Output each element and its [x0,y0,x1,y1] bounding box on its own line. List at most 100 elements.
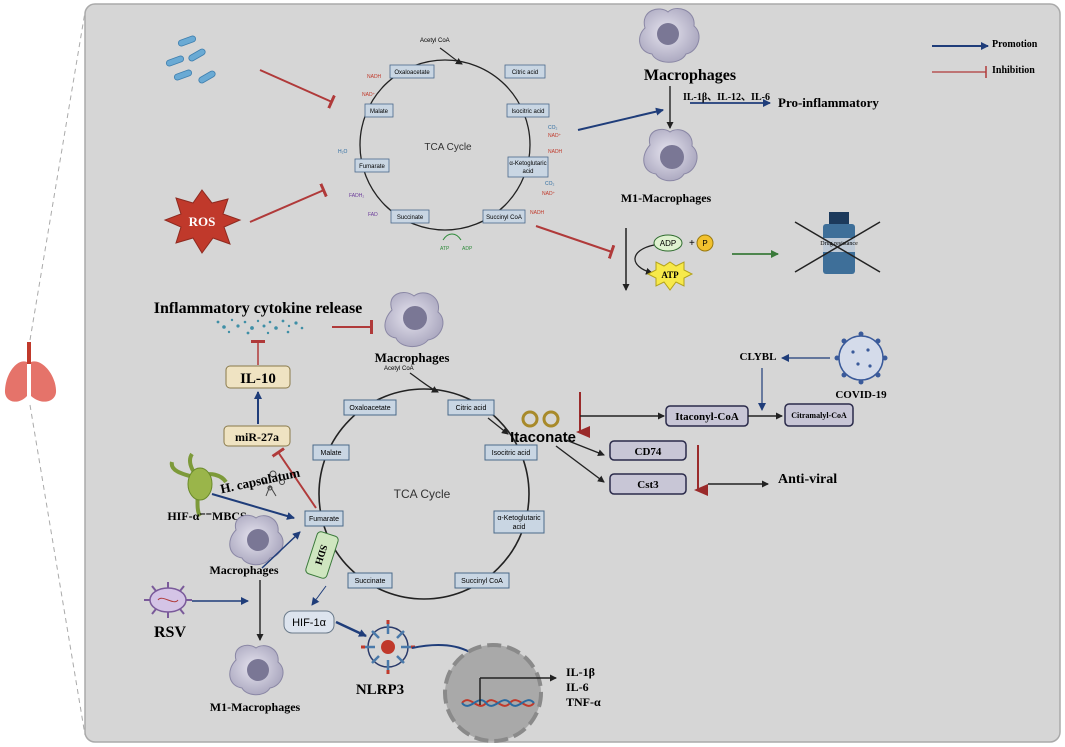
top-small-adp: ADP [462,246,473,252]
top-node-succinate [390,209,430,224]
ros-star-icon: ROS [163,189,242,254]
antiviral-label: Anti-viral [778,472,837,487]
top-node-succinyl [482,209,526,224]
bottom-node-malate [312,444,350,461]
top-tca-cycle: Acetyl CoA TCA Cycle Oxaloacetate Citric… [338,38,563,252]
phosphate-icon [696,234,714,252]
bottom-node-citric [447,399,495,416]
top-node-ketoglutaric-label2: acid [522,169,533,175]
top-node-citric-label: Citric acid [512,70,538,76]
bottom-node-ketoglutaric [493,510,545,534]
plus-label: + [689,238,695,249]
cd74-label: CD74 [635,446,662,458]
top-node-malate-label: Malate [370,109,389,115]
hif1a-label: HIF-1α [292,617,327,629]
top-nadh-1: NADH [367,74,382,80]
mir27a-label: miR-27a [235,430,279,444]
top-node-malate [364,103,394,118]
m1-macrophages-bottom-label: M1-Macrophages [210,700,301,714]
cytokine-dots-icon [216,318,304,335]
legend-promotion-label: Promotion [992,39,1038,50]
m1-macrophage-cell-icon-bottom [229,644,284,696]
hif1a-to-nlrp3-arrow [335,620,367,638]
top-co2-b: CO₂ [545,181,555,187]
bottom-node-ketoglutaric-label2: acid [513,524,526,531]
bottom-cycle-label: TCA Cycle [394,487,451,501]
m1-macrophages-top-label: M1-Macrophages [621,191,712,205]
ros-label: ROS [189,214,216,229]
bottom-acetyl-coa: Acetyl CoA [384,366,414,372]
bottom-node-isocitric-label: Isocitric acid [492,450,531,457]
bottom-node-malate-label: Malate [320,450,341,457]
itaconyl-coa-label: Itaconyl-CoA [675,411,739,423]
macrophages-bottom-label: Macrophages [375,350,450,365]
h-capsulatum-cell-icon [169,452,228,518]
ros-inhibit-arrow [249,183,328,223]
il10-label: IL-10 [240,371,276,387]
citramalyl-coa-label: Citramalyl-CoA [791,411,847,420]
top-node-fumarate [354,158,390,173]
bottom-node-fumarate [304,510,344,527]
top-co2-a: CO₂ [548,125,558,131]
top-cytokines-label: IL-1β、IL-12、IL-6 [683,92,770,103]
cycle-to-macrophage-arrow [577,107,664,131]
atp-star-label: ATP [661,270,679,280]
sdh-box: SDH [305,531,339,579]
top-acetyl-coa: Acetyl CoA [420,38,450,44]
output-il6: IL-6 [566,680,589,694]
nucleus-icon [443,643,557,743]
hif1a-box [283,610,335,634]
top-node-fumarate-label: Fumarate [359,164,385,170]
covid-label: COVID-19 [835,389,887,401]
succinyl-inhibit-arrow [535,225,616,259]
top-node-ketoglutaric [507,156,549,178]
top-h2o: H₂O [338,149,348,155]
il10-box [225,365,291,389]
itaconate-to-cst3-arrow [555,445,605,483]
top-nadh-2: NADH [548,149,563,155]
bottom-node-succinate-label: Succinate [355,578,386,585]
top-node-citric [504,64,546,79]
hcapsulatum-to-fumarate-arrow [211,493,295,520]
bottom-node-fumarate-label: Fumarate [309,516,339,523]
m1-macrophage-cell-icon [643,128,698,182]
bottom-node-succinyl-label: Succinyl CoA [461,578,503,585]
top-nad-1: NAD⁺ [362,92,376,98]
rsv-label: RSV [154,624,186,641]
top-nad-3: NAD⁺ [542,191,556,197]
cst3-label: Cst3 [637,479,659,491]
inflammatory-release-label: Inflammatory cytokine release [154,300,363,317]
cd74-box [609,440,687,461]
pro-inflammatory-label: Pro-inflammatory [778,95,879,110]
sdh-to-hif1a-arrow [311,585,327,606]
top-node-ketoglutaric-label: α-Ketoglutaric [509,161,546,167]
mir27a-box [223,425,291,447]
legend-inhibition-label: Inhibition [992,65,1035,76]
legend: Promotion Inhibition [932,39,1038,78]
drug-resistance-label: Drug resistance [820,241,858,247]
bottom-node-succinyl [454,572,510,589]
rsv-virus-icon [144,582,192,618]
mid-macrophage-to-fumarate-arrow [261,531,301,569]
itaconate-molecule-icon [521,410,560,428]
top-nad-2: NAD⁺ [548,133,562,139]
top-cycle-label: TCA Cycle [424,142,472,153]
macrophages-mid-label: Macrophages [209,563,278,577]
nlrp3-label: NLRP3 [356,682,404,698]
macrophage-cell-icon-mid [229,514,284,566]
output-tnfa: TNF-α [566,695,601,709]
atp-star-icon [646,261,694,291]
fungus-spore-icon [261,470,285,497]
clybl-label: CLYBL [740,351,777,363]
bottom-node-succinate [347,572,393,589]
drug-resistance-vial-icon: Drug resistance [794,212,881,274]
zoom-line-top [29,11,86,341]
bottom-node-oxaloacetate [343,399,397,416]
bottom-node-isocitric [484,444,538,461]
bottom-node-oxaloacetate-label: Oxaloacetate [349,405,390,412]
top-node-isocitric [506,103,550,118]
covid-virus-icon [834,331,888,385]
phosphate-label: P [702,239,707,248]
top-node-succinate-label: Succinate [397,215,424,221]
